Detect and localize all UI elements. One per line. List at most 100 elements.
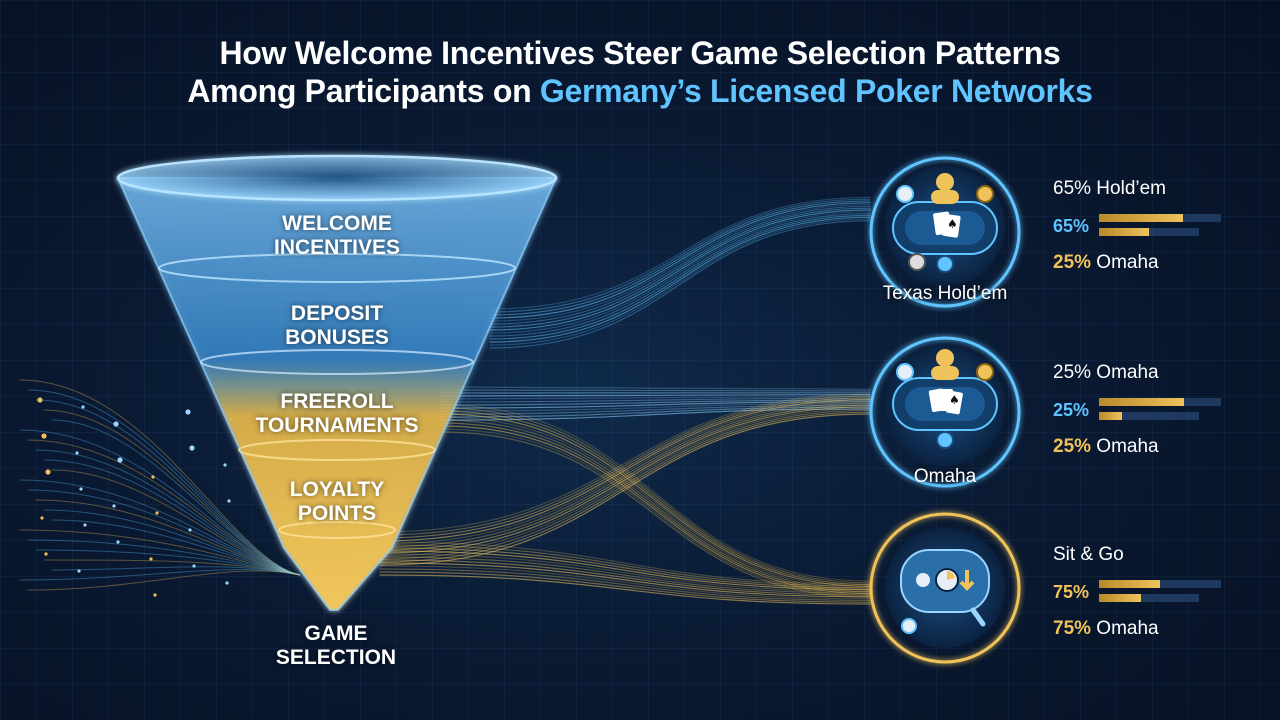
stage-freeroll-tournaments: FREEROLL TOURNAMENTS xyxy=(217,390,457,438)
flow-stream xyxy=(439,410,871,586)
flow-stream xyxy=(51,566,301,576)
flow-stream xyxy=(379,413,871,566)
flow-stream xyxy=(489,204,871,322)
flow-stream xyxy=(439,389,871,392)
stat-heading: 25% Omaha xyxy=(1053,362,1159,383)
flow-stream xyxy=(19,529,301,576)
particle-dot xyxy=(189,445,195,451)
flow-stream xyxy=(379,408,871,557)
particle-dot xyxy=(153,593,157,597)
funnel-output-game-selection: GAME SELECTION xyxy=(216,622,456,670)
particle-dot xyxy=(44,552,48,556)
title-line-1: How Welcome Incentives Steer Game Select… xyxy=(219,35,1061,71)
funnel-rim xyxy=(116,154,558,202)
flow-stream xyxy=(19,479,301,576)
stage-label-line: POINTS xyxy=(297,502,377,525)
flow-stream xyxy=(379,547,871,589)
particle-dot xyxy=(117,457,123,463)
flow-stream xyxy=(379,571,871,603)
flow-stream xyxy=(439,408,871,421)
particle-dot xyxy=(37,397,43,403)
flow-stream xyxy=(35,499,301,576)
flow-stream xyxy=(379,393,871,533)
particle-dot xyxy=(75,451,79,455)
stage-loyalty-points: LOYALTY POINTS xyxy=(217,478,457,526)
particle-dot xyxy=(40,516,44,520)
flow-stream xyxy=(439,407,871,584)
flow-stream xyxy=(439,416,871,589)
poker-table-icon: ♠ xyxy=(892,349,998,449)
flow-stream xyxy=(439,419,871,591)
flow-stream xyxy=(439,404,871,415)
flow-stream xyxy=(489,214,871,340)
stage-label-line: BONUSES xyxy=(285,326,389,349)
flow-stream xyxy=(51,419,301,576)
title-line-2: Among Participants on Germany’s Licensed… xyxy=(0,72,1280,110)
stat-secondary-label: Omaha xyxy=(1091,252,1159,273)
particle-dot xyxy=(227,499,231,503)
flow-stream xyxy=(27,570,301,591)
particle-dot xyxy=(116,540,120,544)
flow-stream xyxy=(27,389,301,576)
stage-label-line: GAME xyxy=(304,622,368,645)
flow-stream xyxy=(379,400,871,545)
flow-stream xyxy=(439,428,871,596)
flow-stream xyxy=(43,459,301,576)
stat-bar-fill xyxy=(1099,412,1122,420)
stage-label-line: TOURNAMENTS xyxy=(255,414,419,437)
stage-label-line: SELECTION xyxy=(275,646,397,669)
game-label-texas-holdem: Texas Hold’em xyxy=(882,283,1008,304)
sit-and-go-icon xyxy=(900,549,990,634)
flow-stream xyxy=(379,568,871,601)
stage-label-line: WELCOME xyxy=(282,212,392,235)
particle-dot xyxy=(151,475,155,479)
flow-stream xyxy=(27,489,301,576)
flow-stream xyxy=(27,539,301,576)
page-title: How Welcome Incentives Steer Game Select… xyxy=(0,34,1280,110)
flow-stream xyxy=(379,409,871,560)
flow-stream xyxy=(379,406,871,554)
flow-stream xyxy=(439,413,871,587)
flow-stream xyxy=(489,202,871,319)
flow-stream xyxy=(439,404,871,582)
flow-stream xyxy=(35,449,301,576)
particle-dot xyxy=(225,581,229,585)
flow-stream xyxy=(19,379,301,576)
stat-bar-fill xyxy=(1099,594,1141,602)
flow-stream xyxy=(439,395,871,400)
stat-heading: Sit & Go xyxy=(1053,544,1124,565)
stat-percent: 25% xyxy=(1053,400,1090,420)
flow-stream xyxy=(439,403,871,412)
flow-stream xyxy=(379,562,871,598)
stat-percent: 65% xyxy=(1053,216,1090,236)
stat-bar xyxy=(1099,214,1221,222)
stat-bar-fill xyxy=(1099,580,1160,588)
flow-stream xyxy=(379,565,871,600)
flow-stream xyxy=(439,394,871,397)
stat-percent: 75% xyxy=(1053,582,1090,602)
stat-secondary-label: Omaha xyxy=(1091,436,1159,457)
flow-stream xyxy=(27,439,301,576)
stat-bar-fill xyxy=(1099,228,1149,236)
particle-dot xyxy=(45,469,51,475)
stat-bar xyxy=(1099,412,1199,420)
flow-stream xyxy=(35,399,301,576)
flow-stream xyxy=(439,422,871,593)
particle-dot xyxy=(112,504,116,508)
stat-secondary-label: Omaha xyxy=(1091,618,1159,639)
stage-label-line: DEPOSIT xyxy=(290,302,384,325)
flow-stream xyxy=(379,404,871,551)
particle-dot xyxy=(188,528,192,532)
flow-stream xyxy=(489,216,871,343)
flow-stream xyxy=(489,200,871,316)
stat-bar xyxy=(1099,398,1221,406)
particle-dot xyxy=(155,511,159,515)
stat-bar-fill xyxy=(1099,214,1184,222)
flow-stream xyxy=(439,425,871,595)
game-label-omaha: Omaha xyxy=(913,466,977,487)
flow-stream xyxy=(489,211,871,334)
particle-dot xyxy=(41,433,47,439)
stat-secondary-percent: 75% xyxy=(1053,618,1092,639)
flow-stream xyxy=(19,429,301,576)
flow-stream xyxy=(489,207,871,328)
